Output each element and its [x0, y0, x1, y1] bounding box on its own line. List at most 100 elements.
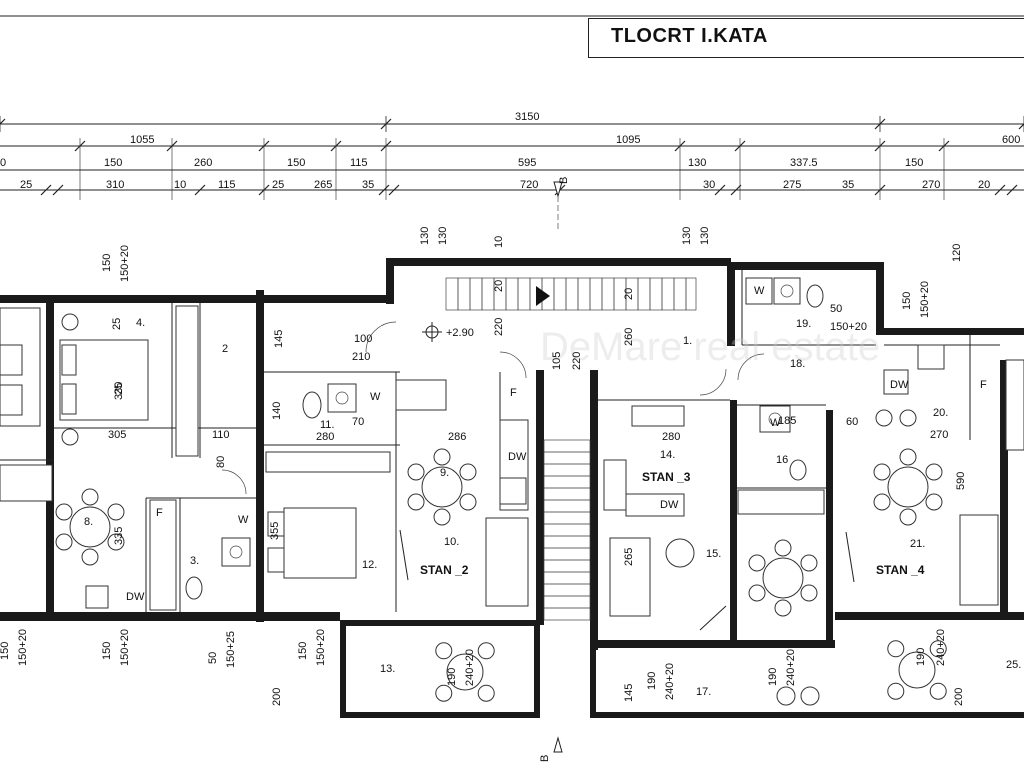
svg-text:10: 10: [493, 236, 505, 248]
dim-row1-a: 1055: [130, 134, 154, 146]
svg-text:130: 130: [419, 227, 431, 245]
room-10: 10.: [444, 536, 459, 548]
dim-row2-0: 0: [0, 157, 6, 169]
svg-text:240+20: 240+20: [785, 649, 797, 686]
svg-text:130: 130: [699, 227, 711, 245]
room-8: 8.: [84, 516, 93, 528]
dim-row2-8: 150: [905, 157, 923, 169]
sofas: [0, 464, 999, 617]
level-marker: +2.90: [422, 322, 474, 342]
svg-text:DW: DW: [890, 379, 909, 391]
svg-text:B: B: [558, 177, 570, 184]
dim-row3-10: 35: [842, 179, 854, 191]
svg-text:150+20: 150+20: [919, 281, 931, 318]
room-1: 1.: [683, 335, 692, 347]
apartment-stan-4: STAN _4: [876, 563, 925, 577]
svg-text:270: 270: [930, 429, 948, 441]
svg-text:150: 150: [101, 254, 113, 272]
svg-text:150: 150: [901, 292, 913, 310]
svg-text:F: F: [156, 507, 163, 519]
room-17: 17.: [696, 686, 711, 698]
svg-text:130: 130: [681, 227, 693, 245]
svg-text:50: 50: [207, 652, 219, 664]
apartment-stan-2: STAN _2: [420, 563, 469, 577]
svg-text:150+20: 150+20: [119, 629, 131, 666]
svg-text:240+20: 240+20: [464, 649, 476, 686]
svg-text:150: 150: [297, 642, 309, 660]
apartment-stan-3: STAN _3: [642, 470, 691, 484]
room-12: 12.: [362, 559, 377, 571]
svg-text:145: 145: [273, 330, 285, 348]
dim-row3-4: 25: [272, 179, 284, 191]
svg-text:330: 330: [113, 382, 125, 400]
svg-text:190: 190: [446, 668, 458, 686]
apartment-labels: STAN _2 STAN _3 STAN _4: [420, 470, 925, 577]
svg-text:W: W: [238, 514, 249, 526]
svg-text:80: 80: [215, 456, 227, 468]
svg-text:DW: DW: [126, 591, 145, 603]
svg-text:60: 60: [846, 416, 858, 428]
svg-text:70: 70: [352, 416, 364, 428]
svg-text:150+20: 150+20: [830, 321, 867, 333]
room-21: 21.: [910, 538, 925, 550]
svg-text:20: 20: [623, 288, 635, 300]
dim-row3-0: 25: [20, 179, 32, 191]
svg-text:50: 50: [830, 303, 842, 315]
section-mark-bottom: B: [539, 736, 563, 762]
dim-row3-6: 35: [362, 179, 374, 191]
svg-text:355: 355: [269, 522, 281, 540]
svg-text:100: 100: [354, 333, 372, 345]
svg-text:W: W: [770, 417, 781, 429]
dining-tables: [55, 448, 947, 702]
svg-text:150: 150: [101, 642, 113, 660]
room-20: 20.: [933, 407, 948, 419]
dim-row2-7: 337.5: [790, 157, 818, 169]
section-mark-top: B: [553, 177, 570, 230]
svg-text:B: B: [539, 755, 551, 762]
room-25: 25.: [1006, 659, 1021, 671]
svg-text:110: 110: [212, 429, 230, 441]
dim-row3-1: 310: [106, 179, 124, 191]
dim-row2-1: 150: [104, 157, 122, 169]
svg-text:DW: DW: [508, 451, 527, 463]
interior-dimensions: 150 150+20 25 130 130 130 130 10 20 20 2…: [0, 227, 967, 706]
svg-text:150+20: 150+20: [315, 629, 327, 666]
dim-row1-c: 600: [1002, 134, 1020, 146]
svg-text:280: 280: [316, 431, 334, 443]
dim-row2-5: 595: [518, 157, 536, 169]
staircase: [445, 277, 697, 621]
svg-text:F: F: [510, 387, 517, 399]
svg-text:210: 210: [352, 351, 370, 363]
dim-row3-3: 115: [218, 179, 236, 191]
svg-text:190: 190: [646, 672, 658, 690]
svg-text:W: W: [370, 391, 381, 403]
planters: [61, 313, 917, 706]
svg-text:140: 140: [271, 402, 283, 420]
dim-row2-3: 150: [287, 157, 305, 169]
dim-row3-8: 30: [703, 179, 715, 191]
svg-text:150: 150: [0, 642, 11, 660]
wardrobes: [175, 305, 825, 515]
svg-text:286: 286: [448, 431, 466, 443]
dimension-lines: [0, 116, 1024, 200]
svg-text:240+20: 240+20: [664, 663, 676, 700]
dim-row3-12: 20: [978, 179, 990, 191]
drawing-title-box: TLOCRT I.KATA: [588, 18, 1024, 58]
svg-text:F: F: [980, 379, 987, 391]
room-15: 15.: [706, 548, 721, 560]
dim-total: 3150: [515, 111, 539, 123]
room-19: 19.: [796, 318, 811, 330]
svg-text:25: 25: [111, 318, 123, 330]
svg-text:265: 265: [623, 548, 635, 566]
room-numbers: 1. 2 3. 4. 8. 9. 10. 11. 12. 13. 14. 15.…: [84, 317, 1021, 698]
svg-text:220: 220: [493, 318, 505, 336]
dim-row2-4: 115: [350, 157, 368, 169]
dim-row3-9: 275: [783, 179, 801, 191]
svg-text:145: 145: [623, 684, 635, 702]
svg-text:185: 185: [778, 415, 796, 427]
room-14: 14.: [660, 449, 675, 461]
dim-row3-5: 265: [314, 179, 332, 191]
dim-row2-6: 130: [688, 157, 706, 169]
svg-text:150+25: 150+25: [225, 631, 237, 668]
